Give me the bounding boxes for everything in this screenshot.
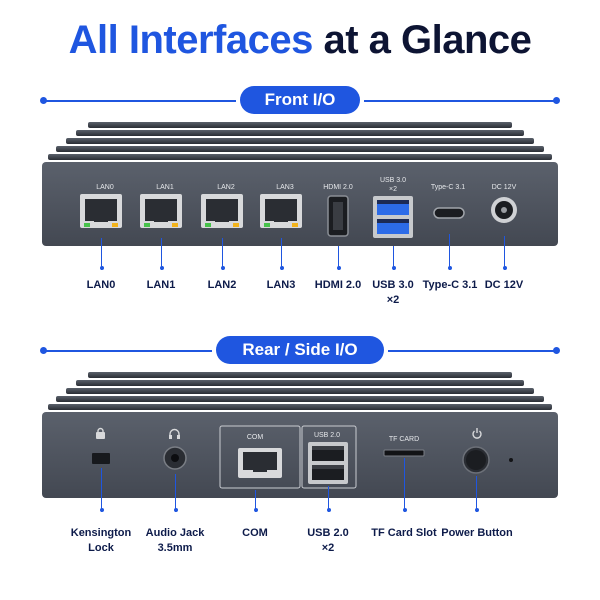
divider-line bbox=[364, 100, 554, 102]
callout-dot bbox=[99, 266, 104, 270]
label-tf-card-slot: TF Card Slot bbox=[371, 527, 437, 539]
com-port bbox=[238, 448, 282, 478]
callout-dot bbox=[326, 508, 331, 512]
callout-dot bbox=[402, 508, 407, 512]
callout-dot bbox=[447, 266, 452, 270]
callout-line bbox=[255, 490, 256, 512]
label-hdmi: HDMI 2.0 bbox=[314, 279, 362, 291]
heatsink-fins bbox=[48, 122, 552, 160]
page-title: All Interfaces at a Glance bbox=[0, 18, 600, 63]
label-lan0: LAN0 bbox=[86, 279, 116, 291]
label-audio-jack: Audio Jack 3.5mm bbox=[145, 527, 205, 554]
title-rest: at a Glance bbox=[323, 18, 532, 62]
callout-line bbox=[338, 246, 339, 270]
rear-section-header: Rear / Side I/O bbox=[40, 336, 560, 366]
callout-line bbox=[101, 468, 102, 512]
silk-lan1: LAN1 bbox=[156, 184, 174, 191]
callout-line bbox=[449, 234, 450, 270]
hdmi-port bbox=[327, 195, 349, 237]
silk-lan3: LAN3 bbox=[276, 184, 294, 191]
type-c-port bbox=[433, 207, 465, 219]
silk-usb2: USB 2.0 bbox=[313, 432, 341, 439]
power-button bbox=[462, 446, 490, 474]
dc-jack bbox=[491, 197, 517, 223]
label-typec: Type-C 3.1 bbox=[422, 279, 478, 291]
callout-line bbox=[222, 238, 223, 270]
silk-com: COM bbox=[246, 434, 264, 441]
lock-icon bbox=[96, 427, 105, 439]
kensington-slot bbox=[92, 453, 110, 464]
callout-line bbox=[504, 236, 505, 270]
callout-line bbox=[476, 476, 477, 512]
power-icon bbox=[472, 428, 482, 439]
label-com: COM bbox=[242, 527, 268, 539]
usb2-ports bbox=[308, 442, 348, 484]
heatsink-fins bbox=[48, 372, 552, 410]
silk-hdmi: HDMI 2.0 bbox=[323, 184, 353, 191]
callout-dot bbox=[336, 266, 341, 270]
audio-jack bbox=[163, 446, 187, 470]
front-section-header: Front I/O bbox=[40, 86, 560, 116]
callout-dot bbox=[159, 266, 164, 270]
label-usb3: USB 3.0 ×2 bbox=[372, 279, 414, 306]
rear-device-image bbox=[42, 372, 558, 498]
silk-typec: Type-C 3.1 bbox=[430, 184, 466, 191]
label-usb2: USB 2.0 ×2 bbox=[307, 527, 349, 554]
title-highlight: All Interfaces bbox=[68, 18, 314, 62]
callout-dot bbox=[173, 508, 178, 512]
headphones-icon bbox=[169, 428, 180, 439]
front-io-heading: Front I/O bbox=[240, 86, 360, 114]
silk-lan2: LAN2 bbox=[217, 184, 235, 191]
front-device-image bbox=[42, 122, 558, 246]
callout-dot bbox=[391, 266, 396, 270]
callout-line bbox=[393, 246, 394, 270]
callout-dot bbox=[220, 266, 225, 270]
silk-usb3: USB 3.0 ×2 bbox=[379, 177, 407, 193]
label-lan1: LAN1 bbox=[146, 279, 176, 291]
status-led bbox=[509, 458, 513, 462]
rear-io-heading: Rear / Side I/O bbox=[216, 336, 384, 364]
divider-line bbox=[46, 100, 236, 102]
callout-dot bbox=[279, 266, 284, 270]
callout-dot bbox=[502, 266, 507, 270]
silk-tf-card: TF CARD bbox=[388, 436, 420, 443]
silk-lan0: LAN0 bbox=[96, 184, 114, 191]
usb2-frame bbox=[301, 425, 357, 489]
label-power-button: Power Button bbox=[441, 527, 513, 539]
label-dc: DC 12V bbox=[484, 279, 524, 291]
divider-dot bbox=[40, 347, 47, 354]
divider-dot bbox=[40, 97, 47, 104]
silk-dc: DC 12V bbox=[491, 184, 517, 191]
divider-line bbox=[388, 350, 554, 352]
tf-card-slot bbox=[383, 449, 425, 457]
callout-dot bbox=[253, 508, 258, 512]
lan-ports bbox=[80, 194, 302, 228]
divider-dot bbox=[553, 347, 560, 354]
callout-line bbox=[328, 486, 329, 512]
callout-dot bbox=[474, 508, 479, 512]
callout-line bbox=[281, 238, 282, 270]
label-kensington-lock: Kensington Lock bbox=[70, 527, 132, 554]
com-frame bbox=[219, 425, 301, 489]
divider-dot bbox=[553, 97, 560, 104]
label-lan2: LAN2 bbox=[207, 279, 237, 291]
callout-dot bbox=[99, 508, 104, 512]
callout-line bbox=[175, 474, 176, 512]
callout-line bbox=[101, 238, 102, 270]
divider-line bbox=[46, 350, 212, 352]
label-lan3: LAN3 bbox=[266, 279, 296, 291]
usb3-ports bbox=[373, 196, 413, 238]
callout-line bbox=[404, 458, 405, 512]
callout-line bbox=[161, 238, 162, 270]
